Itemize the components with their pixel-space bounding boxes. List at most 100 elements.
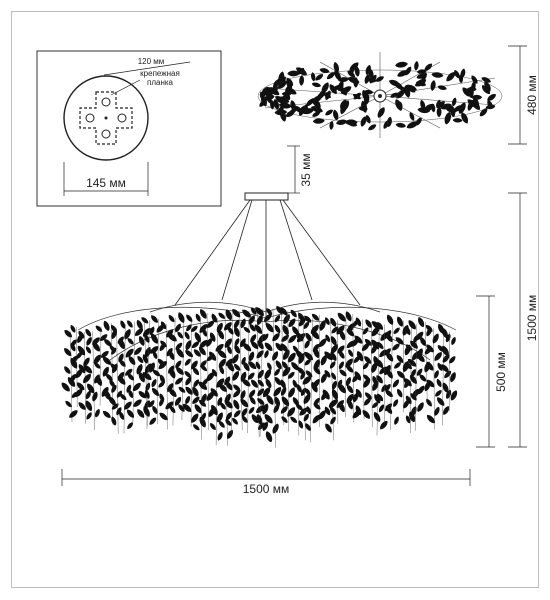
slot-distance-label: 120 мм bbox=[138, 57, 165, 66]
leaf-ornament bbox=[93, 408, 102, 419]
leaf-ornament bbox=[246, 371, 257, 382]
leaf-ornament bbox=[452, 117, 463, 123]
leaf-ornament bbox=[329, 120, 334, 131]
leaf-ornament bbox=[328, 360, 337, 370]
leaf-ornament bbox=[191, 422, 201, 432]
leaf-ornament bbox=[270, 350, 280, 362]
leaf-ornament bbox=[375, 105, 387, 120]
leaf-ornament bbox=[393, 98, 404, 112]
leaf-ornament bbox=[84, 335, 94, 347]
leaf-ornament bbox=[110, 415, 118, 427]
leaf-ornament bbox=[84, 345, 93, 355]
leaf-ornament bbox=[230, 416, 240, 426]
leaf-ornament bbox=[184, 313, 194, 324]
leaf-strand bbox=[415, 324, 417, 431]
leaf-ornament bbox=[366, 122, 378, 132]
leaf-ornament bbox=[149, 313, 160, 325]
leaf-strand bbox=[181, 316, 185, 421]
leaf-ornament bbox=[392, 415, 401, 426]
front-view-leaves bbox=[59, 304, 459, 448]
leaf-ornament bbox=[183, 348, 195, 359]
leaf-ornament bbox=[131, 397, 144, 409]
leaf-ornament bbox=[125, 319, 135, 329]
leaf-strand bbox=[123, 324, 126, 434]
leaf-ornament bbox=[324, 108, 335, 117]
leaf-ornament bbox=[413, 60, 420, 71]
center-point bbox=[104, 116, 108, 120]
leaf-ornament bbox=[415, 401, 426, 414]
leaf-ornament bbox=[331, 109, 340, 121]
leaf-ornament bbox=[435, 378, 443, 388]
leaf-ornament bbox=[363, 318, 374, 330]
suspension-cables bbox=[174, 199, 361, 325]
leaf-ornament bbox=[133, 326, 145, 338]
leaf-ornament bbox=[310, 71, 317, 82]
screw-hole-right bbox=[117, 113, 127, 123]
shade-height-dimension: 500 мм bbox=[476, 295, 508, 448]
canopy-height-label: 35 мм bbox=[299, 153, 313, 186]
canopy-height-dimension: 35 мм bbox=[287, 145, 313, 194]
top-depth-dimension: 480 мм bbox=[508, 45, 539, 145]
drawing-frame bbox=[11, 11, 539, 588]
screw-hole-left bbox=[85, 113, 95, 123]
leaf-ornament bbox=[338, 368, 348, 378]
leaf-ornament bbox=[225, 428, 235, 441]
leaf-ornament bbox=[392, 326, 402, 336]
leaf-ornament bbox=[263, 349, 270, 359]
leaf-ornament bbox=[62, 365, 72, 376]
total-width-dimension: 1500 мм bbox=[61, 469, 471, 496]
leaf-ornament bbox=[102, 319, 112, 332]
leaf-ornament bbox=[85, 411, 94, 421]
leaf-ornament bbox=[150, 404, 159, 416]
leaf-ornament bbox=[329, 371, 338, 381]
leaf-ornament bbox=[183, 357, 193, 367]
leaf-ornament bbox=[289, 308, 299, 319]
leaf-ornament bbox=[183, 395, 192, 406]
leaf-strand bbox=[281, 308, 285, 426]
leaf-ornament bbox=[131, 381, 143, 393]
leaf-ornament bbox=[216, 431, 224, 442]
leaf-ornament bbox=[94, 324, 104, 334]
leaf-strand bbox=[92, 331, 95, 431]
leaf-strand bbox=[239, 312, 243, 431]
leaf-strand bbox=[310, 318, 313, 443]
leaf-strand bbox=[442, 328, 444, 426]
screw-hole-top bbox=[101, 97, 111, 107]
leaf-ornament bbox=[385, 313, 395, 327]
leaf-ornament bbox=[311, 81, 322, 89]
leaf-ornament bbox=[297, 419, 305, 430]
leaf-ornament bbox=[289, 415, 299, 425]
leaf-ornament bbox=[176, 330, 185, 340]
leaf-strand bbox=[166, 324, 168, 430]
leaf-ornament bbox=[391, 378, 401, 389]
leaf-ornament bbox=[432, 350, 444, 363]
leaf-ornament bbox=[395, 315, 405, 328]
leaf-ornament bbox=[337, 360, 346, 371]
leaf-ornament bbox=[416, 316, 426, 329]
leaf-ornament bbox=[395, 122, 407, 129]
leaf-ornament bbox=[391, 398, 400, 408]
mount-label-line1: крепежная bbox=[140, 69, 180, 78]
leaf-ornament bbox=[239, 406, 249, 418]
top-view bbox=[257, 52, 503, 138]
total-height-label: 1500 мм bbox=[525, 295, 539, 342]
leaf-ornament bbox=[232, 408, 243, 419]
leaf-ornament bbox=[83, 327, 93, 338]
front-view bbox=[59, 192, 459, 448]
leaf-ornament bbox=[431, 332, 441, 345]
top-view-center bbox=[378, 94, 382, 98]
leaf-ornament bbox=[231, 398, 241, 411]
leaf-strand bbox=[132, 321, 135, 424]
leaf-ornament bbox=[424, 397, 434, 408]
leaf-ornament bbox=[394, 60, 409, 69]
leaf-ornament bbox=[435, 395, 447, 408]
leaf-ornament bbox=[208, 421, 218, 432]
diameter-label: 145 мм bbox=[86, 176, 126, 190]
top-depth-label: 480 мм bbox=[525, 75, 539, 115]
leaf-ornament bbox=[233, 337, 241, 347]
leaf-ornament bbox=[330, 379, 339, 391]
leaf-strand bbox=[215, 317, 218, 446]
leaf-strand bbox=[116, 328, 119, 434]
mount-label-line2: планка bbox=[147, 78, 174, 87]
